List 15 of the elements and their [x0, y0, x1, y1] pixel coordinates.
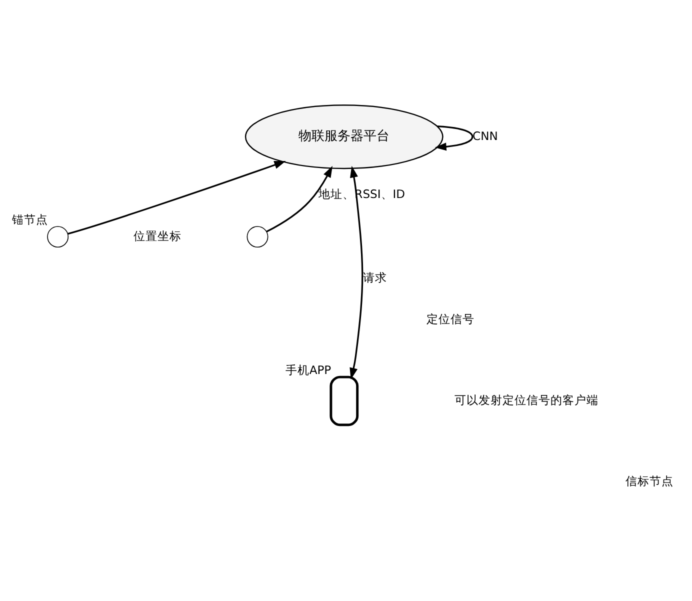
arrow [68, 160, 286, 234]
node-phone [330, 375, 359, 426]
label: 位置坐标 [134, 228, 182, 242]
edge-label: CNN [472, 128, 498, 142]
label: 信标节点 [625, 473, 674, 488]
node-label: 手机APP [285, 362, 332, 376]
node-circle [246, 226, 268, 248]
node-label: 锚节点 [12, 212, 48, 226]
edge-label: 请求 [363, 270, 388, 284]
node-circle [47, 226, 69, 248]
arrow [434, 124, 474, 150]
label: 可以发射定位信号的客户端 [454, 392, 598, 407]
arrow [266, 165, 332, 232]
arrow [350, 165, 364, 379]
label: 定位信号 [426, 312, 475, 326]
